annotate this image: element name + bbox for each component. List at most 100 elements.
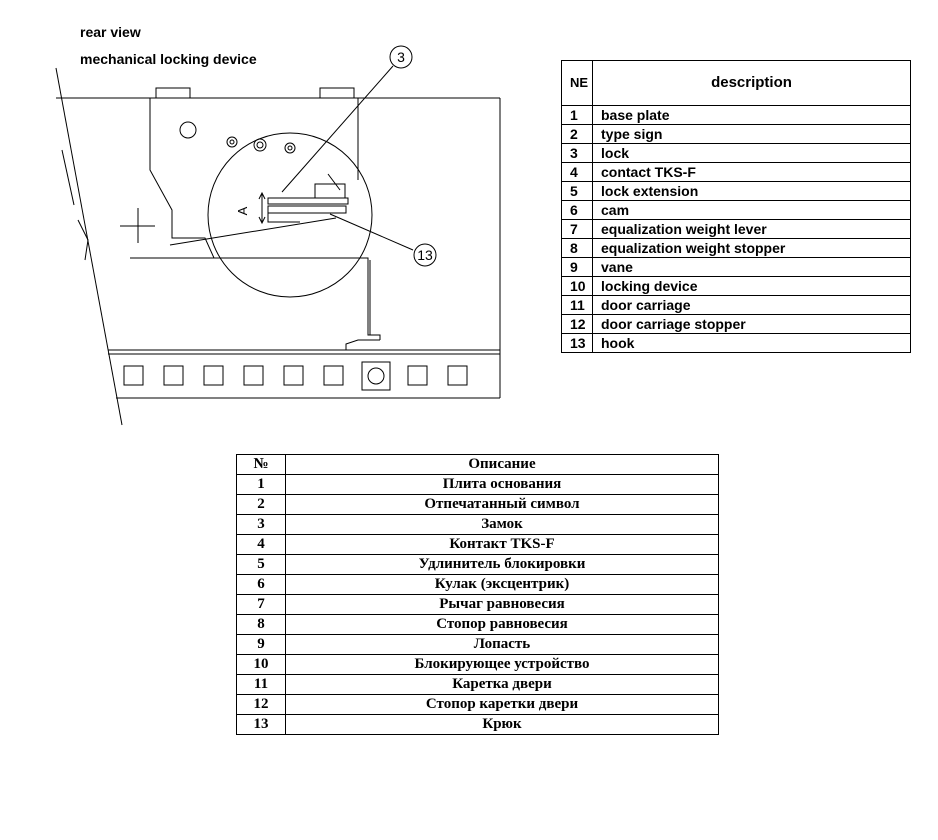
view-caption: rear view — [80, 24, 141, 40]
frame-left-edge — [55, 67, 123, 426]
dimension-a-arrow-top — [258, 191, 266, 200]
carriage-stopper — [345, 339, 380, 350]
callout-circle-lock — [389, 45, 413, 69]
callout-circle-hook — [413, 243, 437, 267]
legend-ru-desc: Замок — [285, 514, 719, 535]
legend-en-num: 13 — [561, 333, 593, 353]
legend-ru-desc: Каретка двери — [285, 674, 719, 695]
legend-en-header-row: NE description — [561, 60, 911, 106]
legend-en-num: 10 — [561, 276, 593, 296]
hook-body — [267, 205, 347, 214]
legend-en-desc: door carriage — [592, 295, 911, 315]
callout-label-hook: 13 — [417, 247, 433, 263]
legend-en-desc: type sign — [592, 124, 911, 144]
rail-round-hole — [367, 367, 385, 385]
lock-bracket — [314, 183, 346, 198]
small-hole-1 — [226, 136, 238, 148]
base-plate-outline — [149, 98, 381, 340]
legend-ru-num: 12 — [236, 694, 286, 715]
legend-ru-num: 10 — [236, 654, 286, 675]
legend-en-desc: lock — [592, 143, 911, 163]
legend-en-num: 6 — [561, 200, 593, 220]
legend-ru-num: 11 — [236, 674, 286, 695]
legend-ru-desc: Удлинитель блокировки — [285, 554, 719, 575]
lock-bolt — [267, 197, 349, 205]
detail-circle — [207, 132, 373, 298]
legend-ru-desc-header: Описание — [285, 454, 719, 475]
rail-slot-8 — [447, 365, 468, 386]
legend-ru-num: 4 — [236, 534, 286, 555]
legend-en-num-header: NE — [561, 60, 593, 106]
dimension-a-arrow-bottom — [258, 216, 266, 225]
rail-slot-4 — [243, 365, 264, 386]
lock-bracket-tab — [327, 173, 341, 191]
leader-lock — [281, 65, 394, 193]
legend-ru-num: 2 — [236, 494, 286, 515]
legend-ru-desc: Отпечатанный символ — [285, 494, 719, 515]
right-mounting-tab — [319, 87, 355, 98]
legend-ru-num: 7 — [236, 594, 286, 615]
small-hole-3 — [284, 142, 296, 154]
legend-en-desc: equalization weight lever — [592, 219, 911, 239]
rail-slot-6 — [323, 365, 344, 386]
left-mounting-tab — [155, 87, 191, 98]
hook-arm — [169, 217, 337, 246]
large-hole — [179, 121, 197, 139]
legend-en-num: 9 — [561, 257, 593, 277]
legend-en-num: 1 — [561, 105, 593, 125]
legend-ru-header-row: № Описание — [236, 454, 719, 475]
rail-slot-1 — [123, 365, 144, 386]
legend-ru-num: 3 — [236, 514, 286, 535]
legend-en-num: 4 — [561, 162, 593, 182]
legend-en-desc: locking device — [592, 276, 911, 296]
legend-en-num: 11 — [561, 295, 593, 315]
legend-en-num: 12 — [561, 314, 593, 334]
dimension-label-a: A — [235, 206, 250, 215]
subject-caption: mechanical locking device — [80, 51, 257, 67]
legend-en-desc: door carriage stopper — [592, 314, 911, 334]
legend-en-desc: contact TKS-F — [592, 162, 911, 182]
legend-ru-num: 6 — [236, 574, 286, 595]
rail-slot-5 — [283, 365, 304, 386]
rail-slot-3 — [203, 365, 224, 386]
callout-label-lock: 3 — [397, 49, 405, 65]
legend-en-desc: equalization weight stopper — [592, 238, 911, 258]
legend-ru-num-header: № — [236, 454, 286, 475]
legend-en-num: 7 — [561, 219, 593, 239]
hook-tip — [267, 213, 300, 223]
rail-slot-round — [361, 361, 391, 391]
legend-ru-num: 5 — [236, 554, 286, 575]
legend-en-desc: base plate — [592, 105, 911, 125]
legend-en-desc: cam — [592, 200, 911, 220]
legend-en-num: 2 — [561, 124, 593, 144]
legend-ru-desc: Контакт TKS-F — [285, 534, 719, 555]
legend-en-desc: hook — [592, 333, 911, 353]
legend-ru-num: 8 — [236, 614, 286, 635]
legend-ru-desc: Крюк — [285, 714, 719, 735]
legend-ru-desc: Кулак (эксцентрик) — [285, 574, 719, 595]
legend-ru-desc: Стопор равновесия — [285, 614, 719, 635]
legend-ru-desc: Рычаг равновесия — [285, 594, 719, 615]
legend-ru-desc: Плита основания — [285, 474, 719, 495]
legend-ru-desc: Блокирующее устройство — [285, 654, 719, 675]
rail-slot-2 — [163, 365, 184, 386]
legend-en-num: 5 — [561, 181, 593, 201]
